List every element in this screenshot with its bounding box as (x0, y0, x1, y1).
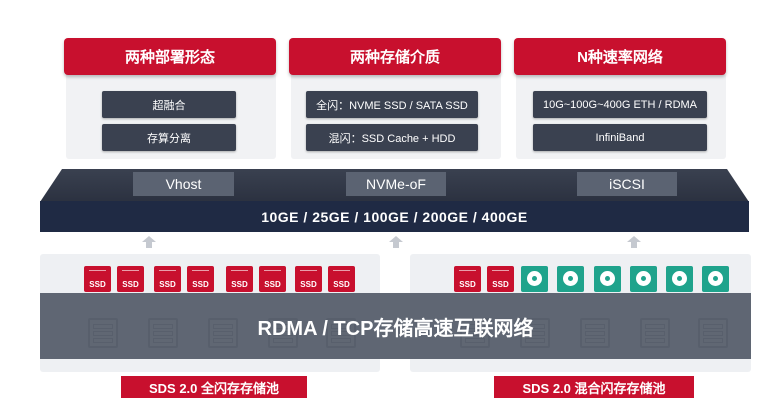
ssd-icon: SSD (454, 266, 481, 292)
ssd-icon: SSD (259, 266, 286, 292)
rdma-tcp-network: RDMA / TCP存储高速互联网络 (40, 293, 751, 359)
hybrid-flash-pool-label: SDS 2.0 混合闪存存储池 (494, 376, 694, 398)
network-card-title: N种速率网络 (514, 38, 726, 75)
hdd-icon (630, 266, 657, 292)
deployment-hyperconverged: 超融合 (102, 91, 236, 118)
protocol-nvme-of: NVMe-oF (346, 172, 446, 196)
all-flash-pool-label: SDS 2.0 全闪存存储池 (121, 376, 307, 398)
hdd-icon (666, 266, 693, 292)
network-ethernet-rdma: 10G~100G~400G ETH / RDMA (533, 91, 707, 118)
deployment-card-title: 两种部署形态 (64, 38, 276, 75)
ssd-icon: SSD (226, 266, 253, 292)
up-arrow-icon (389, 236, 403, 248)
up-arrow-icon (627, 236, 641, 248)
media-card-title: 两种存储介质 (289, 38, 501, 75)
protocol-iscsi: iSCSI (577, 172, 677, 196)
ssd-icon: SSD (487, 266, 514, 292)
ssd-icon: SSD (295, 266, 322, 292)
ethernet-speeds-bar: 10GE / 25GE / 100GE / 200GE / 400GE (40, 201, 749, 232)
media-all-flash: 全闪：NVME SSD / SATA SSD (306, 91, 478, 118)
media-hybrid-flash: 混闪：SSD Cache + HDD (306, 124, 478, 151)
ssd-icon: SSD (187, 266, 214, 292)
hdd-icon (557, 266, 584, 292)
up-arrow-icon (142, 236, 156, 248)
ssd-icon: SSD (117, 266, 144, 292)
ssd-icon: SSD (154, 266, 181, 292)
ssd-icon: SSD (328, 266, 355, 292)
protocol-vhost: Vhost (133, 172, 234, 196)
ssd-icon: SSD (84, 266, 111, 292)
hdd-icon (521, 266, 548, 292)
deployment-disaggregated: 存算分离 (102, 124, 236, 151)
hdd-icon (702, 266, 729, 292)
network-infiniband: InfiniBand (533, 124, 707, 151)
hdd-icon (594, 266, 621, 292)
